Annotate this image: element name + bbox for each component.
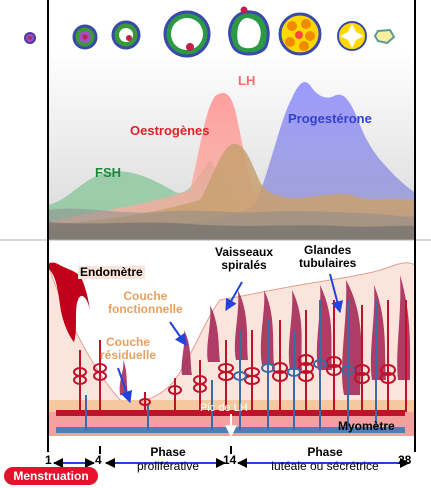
- time-axis: [47, 0, 416, 468]
- couche-fonctionnelle-label: Couche fonctionnelle: [108, 289, 183, 317]
- corpus-albicans: [373, 28, 396, 45]
- couche-fonctionnelle-line-2: fonctionnelle: [108, 302, 183, 317]
- spiral-vessels: [73, 300, 407, 430]
- couche-residuelle-line-1: Couche: [106, 335, 151, 349]
- fsh-label: FSH: [95, 165, 121, 180]
- follicle-stage-1: [24, 32, 36, 44]
- couche-residuelle-arrow: [117, 367, 133, 404]
- corpus-luteum-stage-1: [278, 12, 322, 56]
- follicle-stage-ovulation: [228, 6, 270, 56]
- day-1-label: 1: [45, 453, 52, 467]
- lh-label: LH: [238, 73, 256, 88]
- endometre-label: Endomètre: [78, 265, 145, 280]
- progesterone-label: Progestérone: [288, 111, 372, 126]
- day-4-label: 4: [95, 453, 102, 467]
- vaisseaux-spirales-label: Vaisseaux spiralés: [215, 245, 274, 273]
- glandes-line-1: Glandes: [304, 243, 352, 257]
- baseline-layer-2: [48, 222, 415, 240]
- couche-residuelle-label: Couche résiduelle: [100, 335, 157, 363]
- phase-proliferative-label: Phase proliférative: [118, 445, 218, 474]
- hormone-curves: [48, 82, 415, 241]
- shed-endometrium: [48, 262, 90, 342]
- follicle-stage-4: [163, 10, 211, 58]
- vaisseaux-line-1: Vaisseaux: [215, 245, 274, 259]
- couche-residuelle-line-2: résiduelle: [100, 348, 157, 363]
- vaisseaux-line-2: spiralés: [221, 258, 267, 273]
- couche-fonctionnelle-line-1: Couche: [123, 289, 168, 303]
- phase-luteale-line-1: Phase: [307, 445, 343, 459]
- corpus-luteum-stage-2: [337, 21, 367, 51]
- follicle-stage-3: [111, 20, 141, 50]
- vaisseaux-arrow: [225, 281, 243, 312]
- phase-luteale-label: Phase lutéale ou sécrétrice: [250, 445, 400, 474]
- phase-luteale-line-2: lutéale ou sécrétrice: [271, 458, 379, 473]
- glandes-line-2: tubulaires: [299, 256, 357, 271]
- glandes-arrow: [329, 273, 344, 314]
- pic-lh-label: Pic de LH: [200, 402, 248, 414]
- oestrogenes-label: Oestrogènes: [130, 123, 210, 138]
- couche-fonctionnelle-arrow: [169, 321, 187, 346]
- menstruation-badge: Menstruation: [4, 467, 98, 485]
- glandes-tubulaires-label: Glandes tubulaires: [299, 243, 357, 271]
- follicle-development-row: [24, 6, 396, 58]
- annotation-arrows: [117, 273, 344, 404]
- follicle-stage-2: [72, 24, 98, 50]
- phase-proliferative-line-2: proliférative: [136, 458, 200, 473]
- day-28-label: 28: [398, 453, 412, 467]
- phase-proliferative-line-1: Phase: [150, 445, 186, 459]
- myometre-label: Myomètre: [338, 419, 395, 433]
- day-14-label: 14: [223, 453, 237, 467]
